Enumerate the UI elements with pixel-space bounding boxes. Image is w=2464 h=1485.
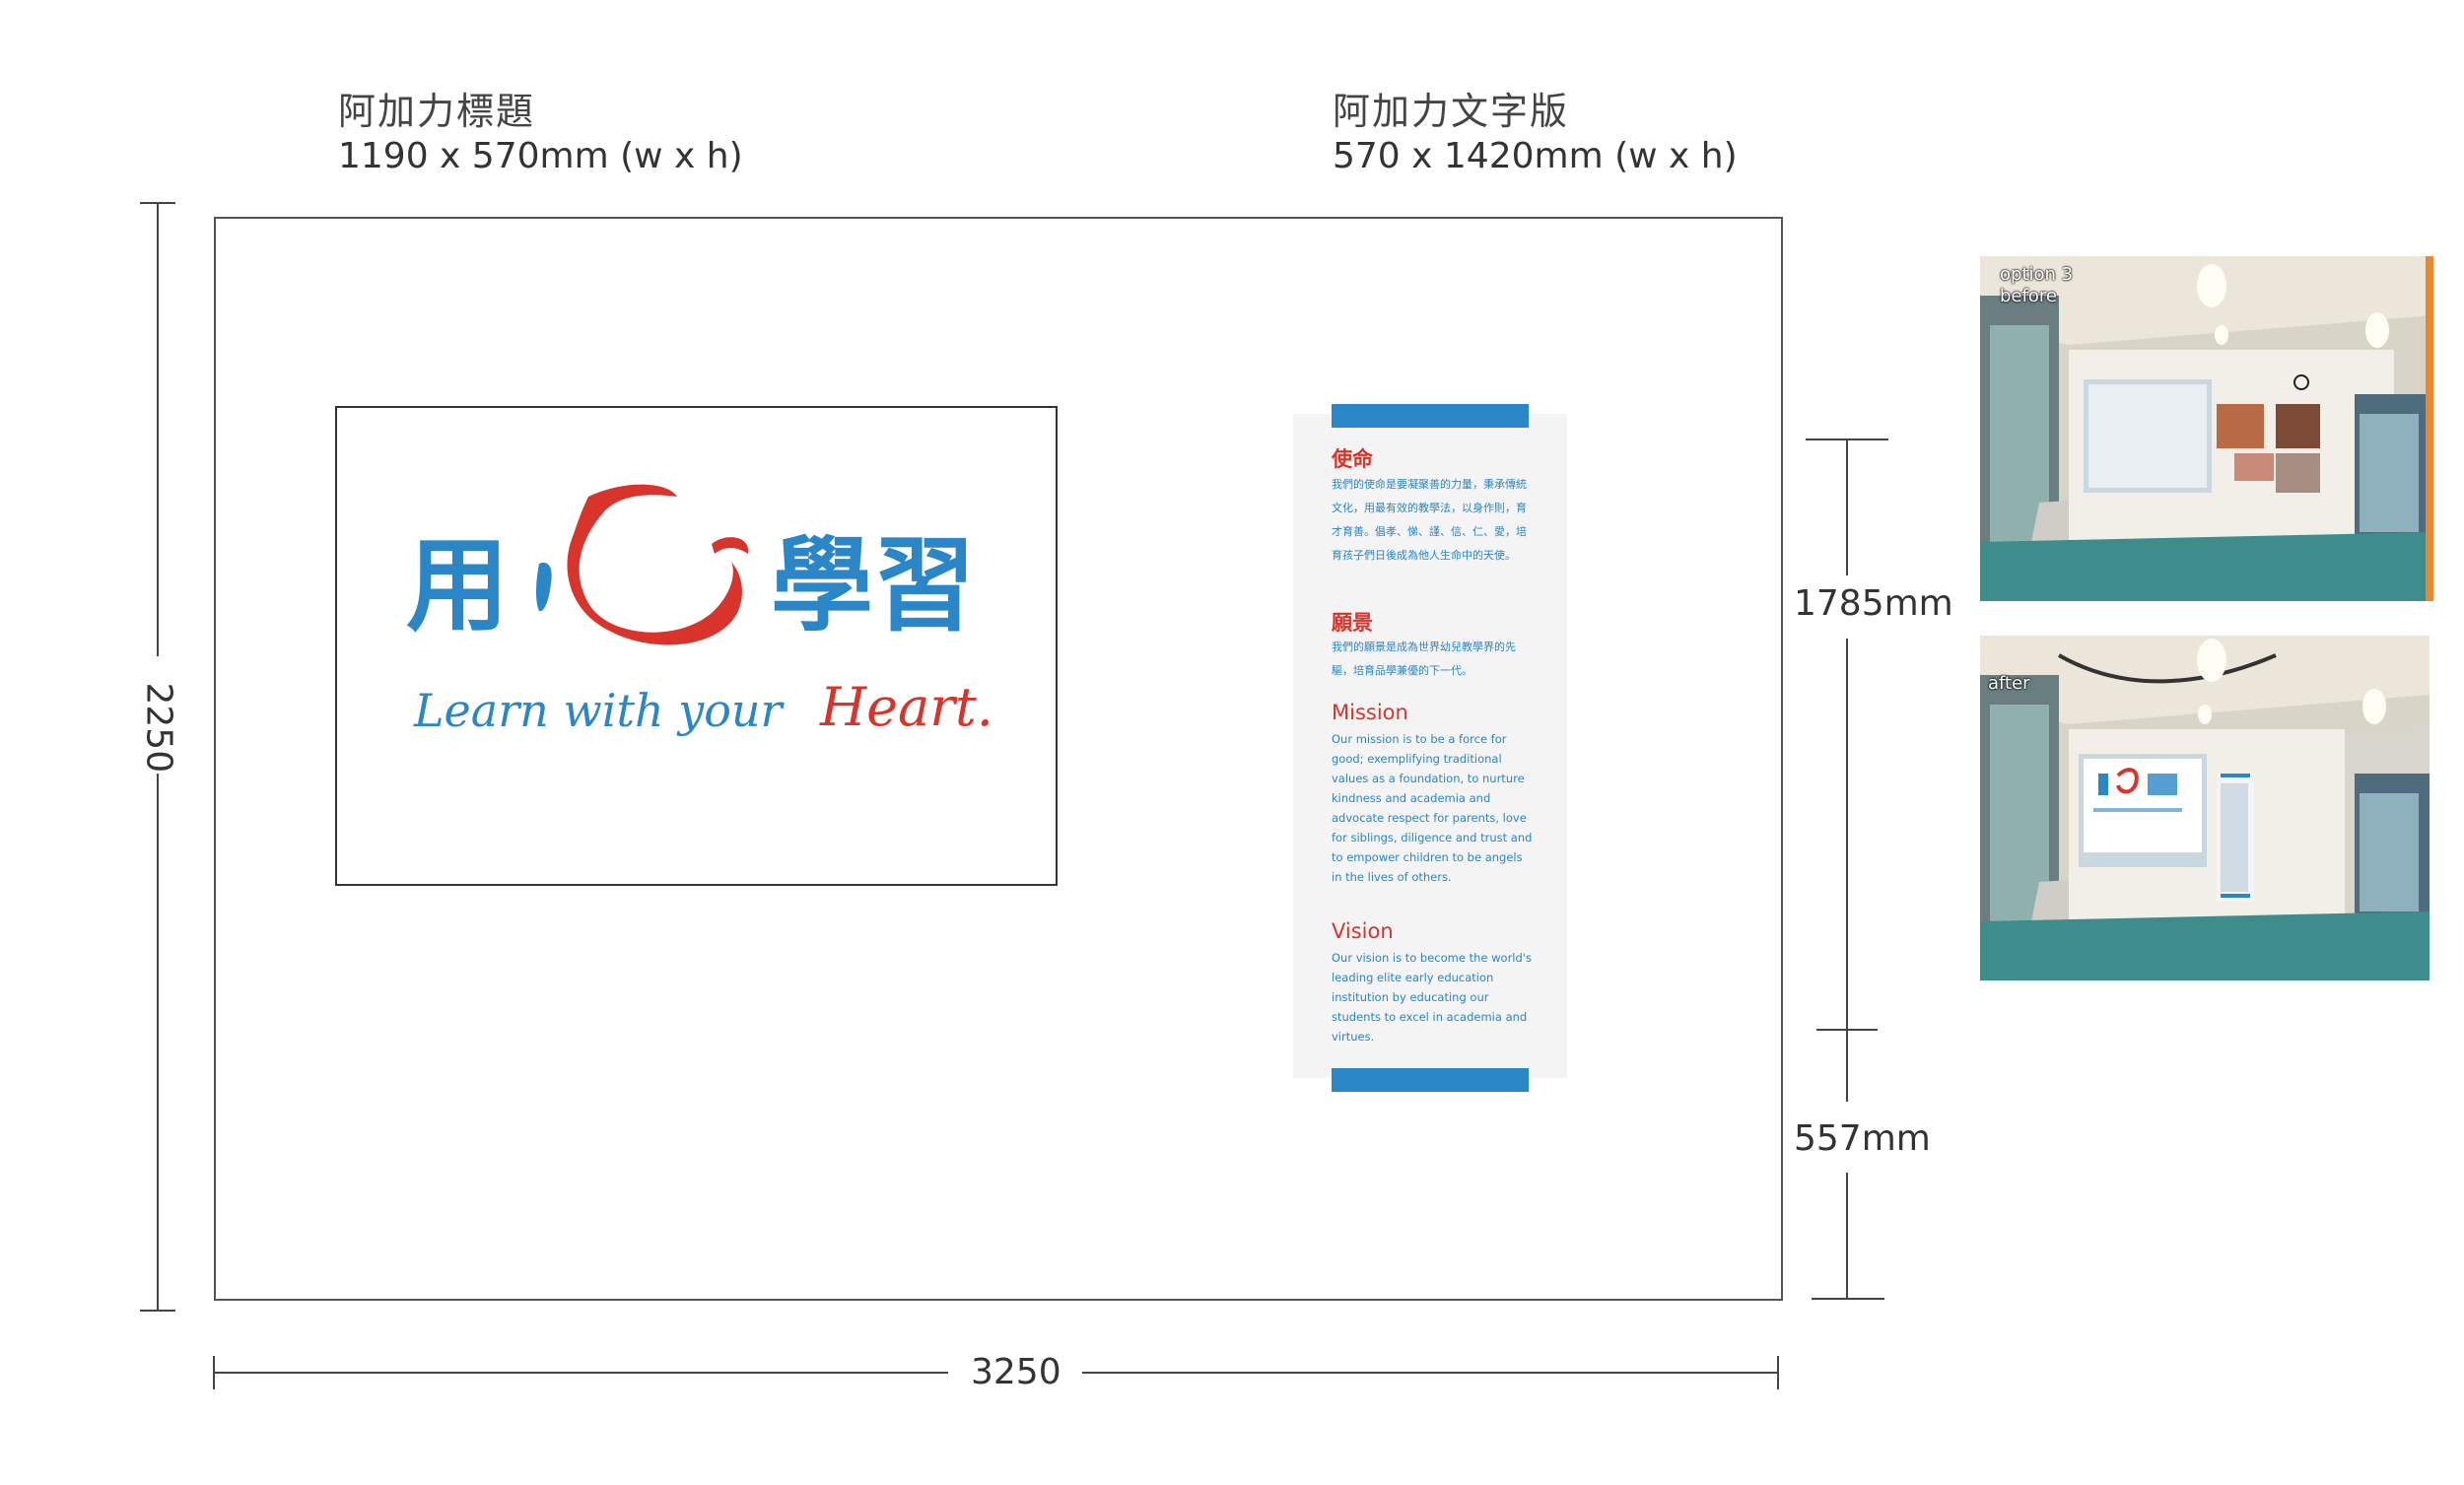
- height-dim-line-lower: [157, 774, 159, 1311]
- text-panel-bottom-bar: [1332, 1068, 1529, 1092]
- vision-zh-title: 願景: [1332, 611, 1373, 635]
- right-dim-line-3: [1846, 1173, 1848, 1299]
- before-photo: option 3 before: [1980, 256, 2433, 601]
- after-photo: after: [1980, 636, 2430, 980]
- height-dim-bottom-tick: [140, 1310, 175, 1312]
- right-dim-line-1: [1846, 439, 1848, 575]
- width-dim-line-left: [214, 1372, 948, 1374]
- width-dim-right-tick: [1777, 1356, 1779, 1389]
- width-dim-line-right: [1082, 1372, 1778, 1374]
- before-room-illustration: [1980, 256, 2433, 601]
- wall-width-label: 3250: [971, 1352, 1061, 1392]
- right-dim-bottom-tick: [1812, 1298, 1884, 1300]
- mission-zh-body: 我們的使命是要凝聚善的力量，秉承傳統文化，用最有效的教學法，以身作則，育才育善。…: [1332, 478, 1527, 562]
- text-panel: 使命 我們的使命是要凝聚善的力量，秉承傳統文化，用最有效的教學法，以身作則，育才…: [1293, 404, 1567, 1092]
- text-panel-top-bar: [1332, 404, 1529, 428]
- mission-en-title: Mission: [1332, 701, 1408, 724]
- lower-height-label: 557mm: [1794, 1118, 1931, 1159]
- acrylic-title-size: 1190 x 570mm (w x h): [338, 136, 743, 176]
- acrylic-title-heading: 阿加力標題: [338, 90, 536, 133]
- logo-chinese-xuexi: 學習: [771, 524, 977, 645]
- before-label-line2: before: [2000, 286, 2057, 306]
- upper-height-label: 1785mm: [1794, 583, 1953, 624]
- heart-brush-icon: [536, 484, 749, 645]
- vision-en-title: Vision: [1332, 919, 1394, 943]
- wall-outline: [214, 217, 1783, 1301]
- tagline-blue: Learn with your: [414, 684, 783, 737]
- mission-zh-title: 使命: [1332, 447, 1373, 471]
- vision-en-body: Our vision is to become the world's lead…: [1332, 951, 1532, 1044]
- logo-chinese-yong: 用: [406, 524, 510, 645]
- mission-en-body: Our mission is to be a force for good; e…: [1332, 732, 1533, 884]
- after-label: after: [1988, 673, 2030, 694]
- tagline-red: Heart.: [820, 676, 993, 738]
- before-label-line1: option 3: [2000, 264, 2074, 285]
- acrylic-text-size: 570 x 1420mm (w x h): [1333, 136, 1738, 176]
- logo-panel: 用 學習 Learn with your Heart.: [335, 406, 1058, 886]
- vision-zh-body: 我們的願景是成為世界幼兒教學界的先驅，培育品學兼優的下一代。: [1332, 641, 1516, 677]
- right-dim-line-2: [1846, 639, 1848, 1102]
- wall-height-label: 2250: [138, 682, 179, 774]
- acrylic-text-heading: 阿加力文字版: [1333, 90, 1570, 133]
- after-room-illustration: [1980, 636, 2430, 980]
- height-dim-line-upper: [157, 203, 159, 656]
